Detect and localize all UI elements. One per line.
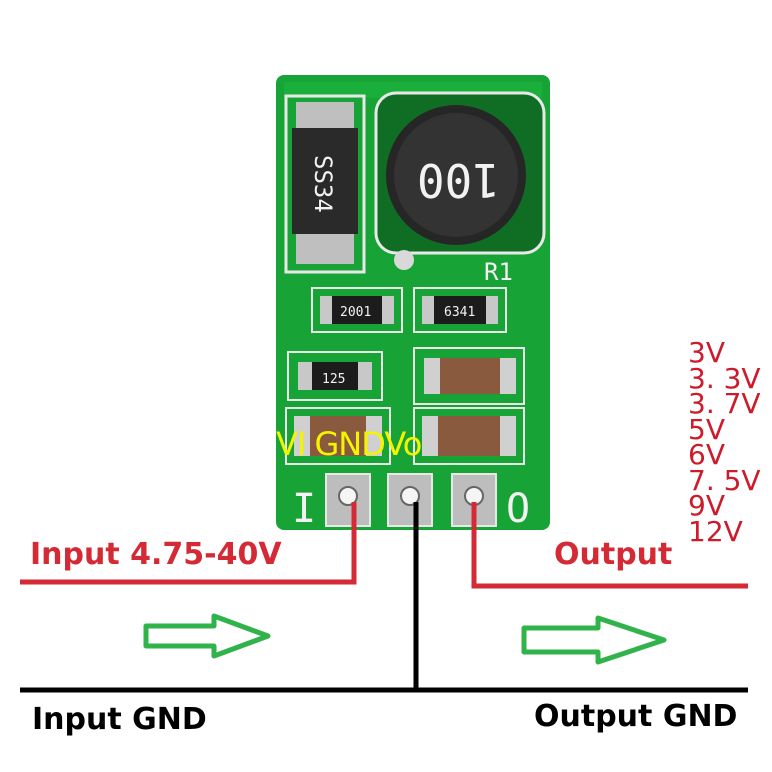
- pin-input: [325, 473, 371, 527]
- resistor-2001: 2001: [311, 287, 403, 333]
- voltage-option: 3. 7V: [688, 387, 761, 420]
- inductor: 100: [374, 91, 546, 270]
- capacitor-lower-left: [285, 407, 391, 465]
- output-gnd-label: Output GND: [534, 699, 738, 734]
- svg-text:125: 125: [322, 372, 345, 387]
- voltage-option: 5V: [688, 412, 725, 446]
- input-wire: [20, 502, 357, 585]
- output-label: Output: [554, 537, 673, 572]
- input-gnd-label: Input GND: [32, 702, 207, 737]
- input-arrow-icon: [143, 613, 271, 659]
- resistor-6341: 6341: [413, 287, 507, 333]
- output-arrow-icon: [521, 615, 667, 665]
- svg-text:6341: 6341: [444, 305, 475, 320]
- voltage-option: 3. 3V: [688, 361, 761, 395]
- diode-ss34: SS34: [284, 94, 366, 274]
- voltage-option: 6V: [688, 438, 725, 471]
- voltage-option: 9V: [688, 489, 725, 522]
- svg-text:2001: 2001: [340, 305, 371, 320]
- voltage-option: 3V: [688, 336, 725, 369]
- pin-input-letter: I: [292, 486, 316, 532]
- r1-designator: R1: [484, 258, 513, 286]
- capacitor-upper: [413, 347, 525, 405]
- pin-gnd: [387, 473, 433, 527]
- input-voltage-label: Input 4.75-40V: [30, 537, 282, 572]
- pin-output-letter: O: [506, 486, 530, 532]
- capacitor-lower-right: [413, 407, 525, 465]
- inductor-marking: 100: [417, 153, 500, 207]
- pin-legend: VI GNDVo: [276, 425, 422, 463]
- output-voltage-list: 3V 3. 3V 3. 7V 5V 6V 7. 5V 9V 12V: [688, 336, 761, 548]
- output-wire: [471, 502, 748, 589]
- resistor-125: 125: [287, 351, 383, 401]
- diode-marking: SS34: [309, 155, 337, 213]
- voltage-option: 7. 5V: [688, 463, 761, 497]
- voltage-option: 12V: [688, 514, 743, 548]
